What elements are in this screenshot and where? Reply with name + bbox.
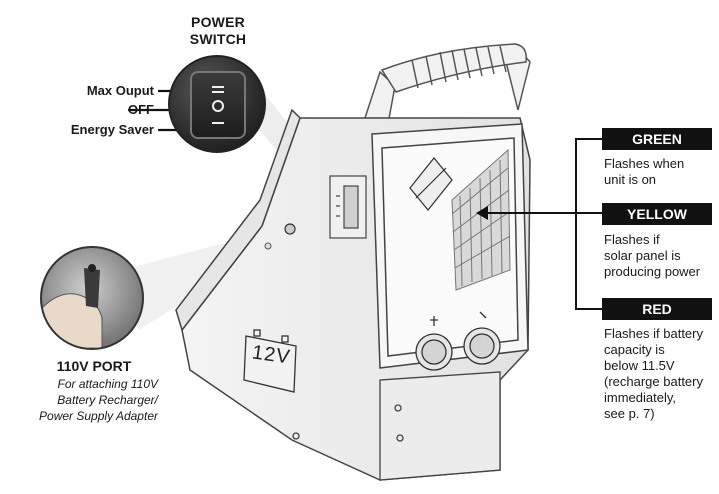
indicator-arrow — [476, 206, 488, 220]
brand-logo — [409, 157, 453, 211]
indicator-description-line: see p. 7) — [604, 406, 655, 421]
port-description-line: Power Supply Adapter — [39, 409, 158, 423]
power-switch-title-line1: POWER — [191, 14, 245, 30]
indicator-description-line: (recharge battery — [604, 374, 703, 389]
indicator-yellow-description: Flashes if solar panel is producing powe… — [604, 232, 716, 280]
port-description-line: For attaching 110V — [57, 377, 158, 391]
rocker-switch — [190, 71, 246, 139]
port-plug-icon — [42, 264, 103, 348]
switch-position-off: OFF — [128, 102, 154, 117]
body-port — [284, 223, 296, 235]
indicator-description-line: capacity is — [604, 342, 665, 357]
indicator-bracket — [484, 138, 602, 310]
indicator-description-line: solar panel is — [604, 248, 681, 263]
port-title: 110V PORT — [56, 358, 132, 374]
knobs — [415, 311, 501, 371]
solar-panel — [451, 148, 511, 291]
indicator-red-label: RED — [602, 298, 712, 320]
switch-position-max-output: Max Ouput — [86, 83, 154, 98]
switch-symbols-icon — [212, 86, 224, 124]
body-switch-slot — [329, 175, 367, 239]
switch-position-energy-saver: Energy Saver — [70, 122, 154, 137]
power-switch-title: POWER SWITCH — [168, 14, 268, 48]
indicator-description-line: immediately, — [604, 390, 677, 405]
indicator-yellow-label: YELLOW — [602, 203, 712, 225]
handle — [364, 43, 531, 125]
indicator-description-line: producing power — [604, 264, 701, 279]
power-switch-title-line2: SWITCH — [189, 31, 247, 47]
indicator-green-description: Flashes when unit is on — [604, 156, 716, 188]
indicator-red-description: Flashes if battery capacity is below 11.… — [604, 326, 716, 422]
port-description: For attaching 110V Battery Recharger/ Po… — [12, 376, 158, 424]
port-closeup — [40, 246, 144, 350]
indicator-description-line: unit is on — [604, 172, 657, 187]
power-switch-closeup — [168, 55, 266, 153]
indicator-green-label: GREEN — [602, 128, 712, 150]
indicator-description-line: Flashes if — [604, 232, 660, 247]
battery-plate — [243, 329, 297, 393]
indicator-description-line: Flashes if battery — [604, 326, 703, 341]
indicator-description-line: below 11.5V — [604, 358, 675, 373]
indicator-description-line: Flashes when — [604, 156, 685, 171]
port-description-line: Battery Recharger/ — [57, 393, 158, 407]
